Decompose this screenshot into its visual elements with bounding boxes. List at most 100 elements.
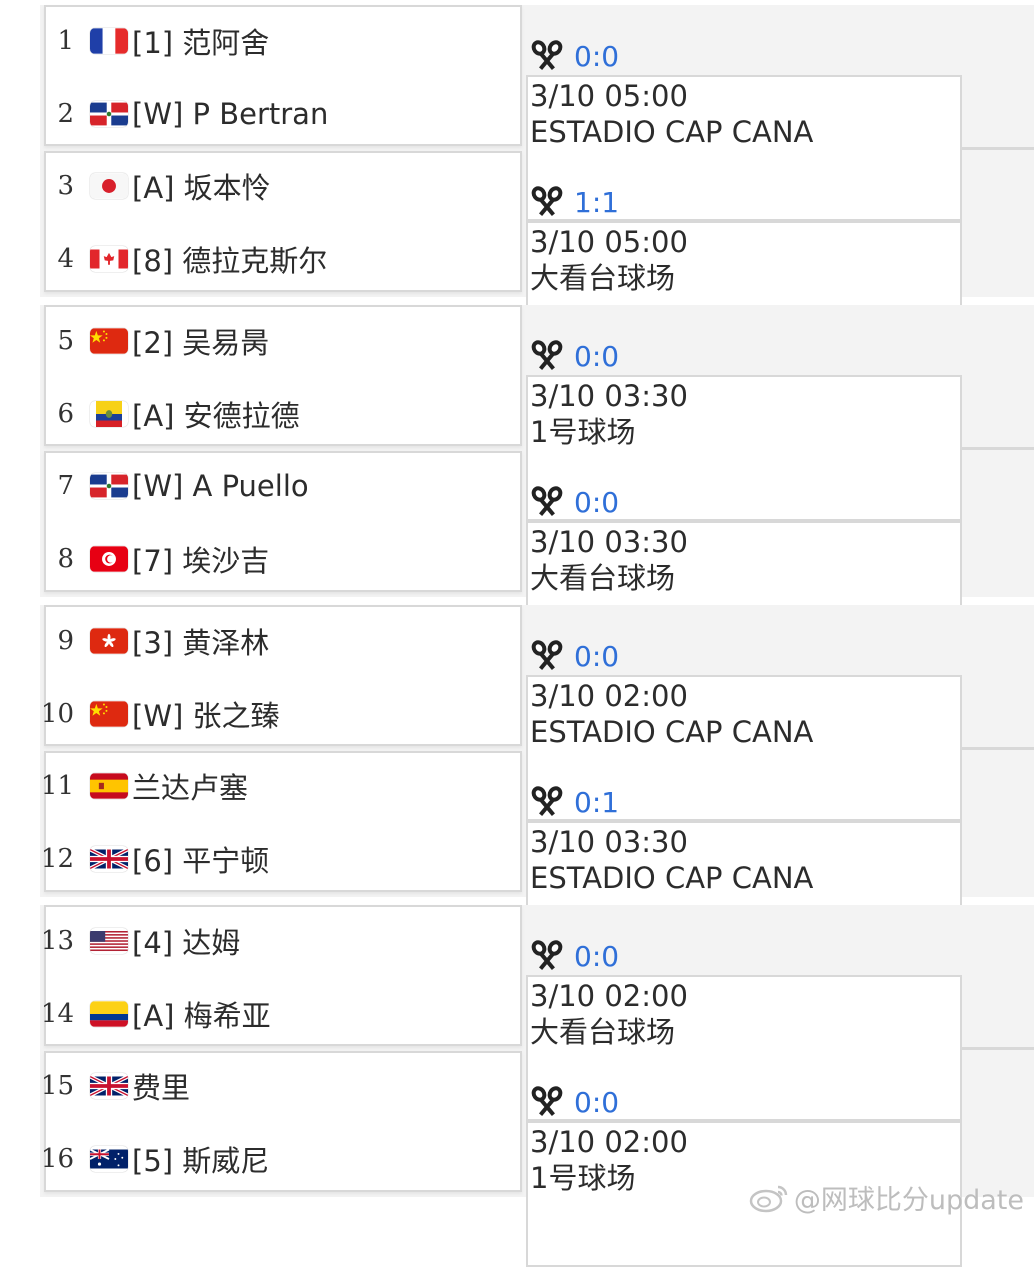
draw-position: 5 [57, 326, 74, 356]
player-name[interactable]: [8] 德拉克斯尔 [132, 243, 328, 278]
player-row[interactable]: 9 [3] 黄泽林 [0, 621, 520, 661]
player-row[interactable]: 15 费里 [0, 1066, 520, 1106]
match-venue: ESTADIO CAP CANA [530, 115, 814, 149]
bracket-line [962, 747, 1034, 750]
draw-position: 8 [57, 543, 74, 574]
player-name[interactable]: [7] 埃沙吉 [132, 543, 270, 578]
player-pair-card [44, 1051, 522, 1192]
watermark: @网球比分update [748, 1178, 1024, 1217]
score-value[interactable]: 1:1 [574, 185, 620, 219]
player-name[interactable]: [5] 斯威尼 [132, 1143, 270, 1178]
flag-co-icon [90, 1000, 128, 1027]
match-venue: 大看台球场 [530, 261, 676, 295]
match-venue: 大看台球场 [530, 1015, 676, 1049]
player-name[interactable]: [A] 坂本怜 [132, 171, 271, 205]
player-row[interactable]: 11 兰达卢塞 [0, 766, 520, 806]
player-row[interactable]: 4 [8] 德拉克斯尔 [0, 239, 520, 279]
score-value[interactable]: 0:0 [574, 485, 620, 519]
player-row[interactable]: 10 [W] 张之臻 [0, 694, 520, 734]
draw-position: 9 [57, 626, 74, 656]
player-name[interactable]: [3] 黄泽林 [132, 626, 270, 660]
match-score[interactable]: 0:0 [528, 338, 619, 374]
match-score[interactable]: 0:0 [528, 938, 619, 974]
player-name[interactable]: [A] 安德拉德 [132, 398, 300, 433]
bracket-line [962, 1047, 1034, 1050]
crossed-rackets-icon [531, 486, 563, 516]
player-name[interactable]: [4] 达姆 [132, 926, 241, 960]
player-row[interactable]: 6[A] 安德拉德 [0, 394, 520, 434]
player-row[interactable]: 2 [W] P Bertran [0, 94, 520, 134]
player-name[interactable]: [1] 范阿舍 [132, 26, 270, 60]
score-value[interactable]: 0:1 [574, 785, 620, 819]
player-name[interactable]: [W] 张之臻 [132, 698, 280, 733]
draw-position: 1 [57, 26, 74, 56]
match-score[interactable]: 0:0 [528, 38, 619, 74]
flag-us-icon [90, 928, 128, 954]
flag-do-icon [90, 101, 128, 127]
crossed-rackets-icon [531, 786, 563, 816]
player-row[interactable]: 8 [7] 埃沙吉 [0, 539, 520, 579]
match-time: 3/10 02:00 [530, 979, 688, 1013]
draw-position: 10 [40, 698, 74, 729]
player-name[interactable]: [2] 吴易昺 [132, 326, 270, 360]
match-venue: ESTADIO CAP CANA [530, 715, 814, 749]
crossed-rackets-icon [531, 40, 563, 70]
player-name[interactable]: [6] 平宁顿 [132, 843, 270, 878]
weibo-logo-icon [749, 1185, 788, 1212]
player-name[interactable]: 兰达卢塞 [132, 771, 249, 805]
match-score[interactable]: 1:1 [528, 184, 619, 220]
draw-position: 14 [40, 998, 74, 1029]
match-score[interactable]: 0:0 [528, 484, 619, 520]
flag-cn-icon [90, 700, 128, 727]
score-value[interactable]: 0:0 [574, 639, 620, 673]
player-row[interactable]: 3 [A] 坂本怜 [0, 166, 520, 206]
crossed-rackets-icon [531, 186, 563, 216]
match-time: 3/10 03:30 [530, 379, 688, 413]
player-row[interactable]: 13 [4] 达姆 [0, 921, 520, 961]
match-venue: ESTADIO CAP CANA [530, 861, 814, 895]
match-score[interactable]: 0:0 [528, 1084, 619, 1120]
match-score[interactable]: 0:0 [528, 638, 619, 674]
draw-position: 2 [57, 98, 74, 129]
player-row[interactable]: 1 [1] 范阿舍 [0, 21, 520, 61]
player-name[interactable]: [W] P Bertran [132, 96, 329, 131]
player-row[interactable]: 12[6] 平宁顿 [0, 839, 520, 879]
player-name[interactable]: [A] 梅希亚 [132, 998, 271, 1033]
player-row[interactable]: 14 [A] 梅希亚 [0, 994, 520, 1034]
crossed-rackets-icon [531, 340, 563, 370]
draw-position: 13 [40, 926, 74, 956]
player-row[interactable]: 16 [5] 斯威尼 [0, 1139, 520, 1179]
match-time: 3/10 05:00 [530, 79, 688, 113]
match-time: 3/10 03:30 [530, 825, 688, 859]
score-value[interactable]: 0:0 [574, 939, 620, 973]
flag-gb-icon [90, 1073, 128, 1099]
flag-es-icon [90, 773, 128, 799]
match-connector-box [526, 375, 962, 521]
draw-position: 3 [57, 171, 74, 201]
flag-tn-icon [90, 545, 128, 572]
match-time: 3/10 02:00 [530, 679, 688, 713]
score-value[interactable]: 0:0 [574, 39, 620, 73]
score-value[interactable]: 0:0 [574, 339, 620, 373]
player-name[interactable]: [W] A Puello [132, 469, 309, 503]
draw-position: 4 [57, 243, 74, 274]
crossed-rackets-icon [531, 940, 563, 970]
match-time: 3/10 05:00 [530, 225, 688, 259]
bracket-line [962, 447, 1034, 450]
flag-gb-icon [90, 846, 128, 872]
score-value[interactable]: 0:0 [574, 1085, 620, 1119]
draw-position: 16 [40, 1143, 74, 1174]
match-venue: 1号球场 [530, 1161, 636, 1195]
draw-position: 7 [57, 471, 74, 501]
player-row[interactable]: 5 [2] 吴易昺 [0, 321, 520, 361]
match-connector-box [526, 75, 962, 221]
player-row[interactable]: 7 [W] A Puello [0, 466, 520, 506]
match-score[interactable]: 0:1 [528, 784, 619, 820]
flag-cn-icon [90, 328, 128, 354]
player-name[interactable]: 费里 [132, 1071, 191, 1105]
